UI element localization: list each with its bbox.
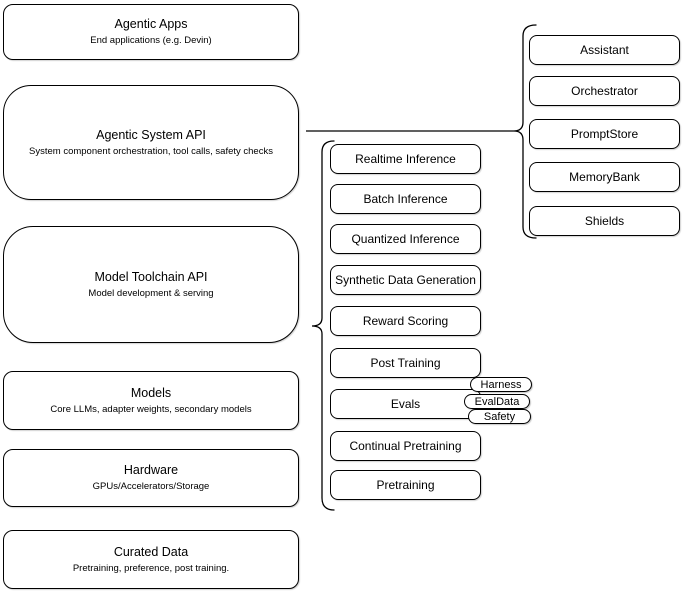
- node-evals: Evals: [330, 389, 481, 419]
- node-subtitle: System component orchestration, tool cal…: [29, 145, 273, 157]
- node-title: Hardware: [123, 463, 179, 477]
- node-subtitle: GPUs/Accelerators/Storage: [92, 481, 210, 492]
- node-orchestrator: Orchestrator: [529, 76, 680, 106]
- system-group-bracket: [513, 24, 537, 239]
- node-curated-data: Curated Data Pretraining, preference, po…: [3, 530, 299, 589]
- node-hardware: Hardware GPUs/Accelerators/Storage: [3, 449, 299, 507]
- node-realtime-inference: Realtime Inference: [330, 144, 481, 174]
- node-synthetic-data-generation: Synthetic Data Generation: [330, 265, 481, 295]
- tag-evaldata: EvalData: [464, 394, 530, 409]
- node-title: Models: [130, 385, 172, 400]
- tag-harness: Harness: [470, 377, 532, 392]
- node-subtitle: Model development & serving: [88, 287, 214, 299]
- node-title: Curated Data: [113, 544, 189, 559]
- node-promptstore: PromptStore: [529, 119, 680, 149]
- node-post-training: Post Training: [330, 348, 481, 378]
- node-models: Models Core LLMs, adapter weights, secon…: [3, 371, 299, 430]
- node-agentic-system-api: Agentic System API System component orch…: [3, 85, 299, 200]
- node-agentic-apps: Agentic Apps End applications (e.g. Devi…: [3, 4, 299, 60]
- toolchain-group-bracket: [311, 140, 335, 511]
- node-reward-scoring: Reward Scoring: [330, 306, 481, 336]
- node-quantized-inference: Quantized Inference: [330, 224, 481, 254]
- node-title: Agentic System API: [96, 127, 206, 142]
- node-subtitle: Pretraining, preference, post training.: [72, 562, 230, 574]
- node-subtitle: End applications (e.g. Devin): [90, 35, 212, 46]
- node-shields: Shields: [529, 206, 680, 236]
- node-model-toolchain-api: Model Toolchain API Model development & …: [3, 226, 299, 343]
- node-memorybank: MemoryBank: [529, 162, 680, 192]
- node-title: Agentic Apps: [114, 17, 188, 31]
- node-continual-pretraining: Continual Pretraining: [330, 431, 481, 461]
- tag-safety: Safety: [468, 409, 531, 424]
- node-batch-inference: Batch Inference: [330, 184, 481, 214]
- node-pretraining: Pretraining: [330, 470, 481, 500]
- node-subtitle: Core LLMs, adapter weights, secondary mo…: [50, 403, 252, 415]
- node-assistant: Assistant: [529, 35, 680, 65]
- node-title: Model Toolchain API: [94, 269, 208, 284]
